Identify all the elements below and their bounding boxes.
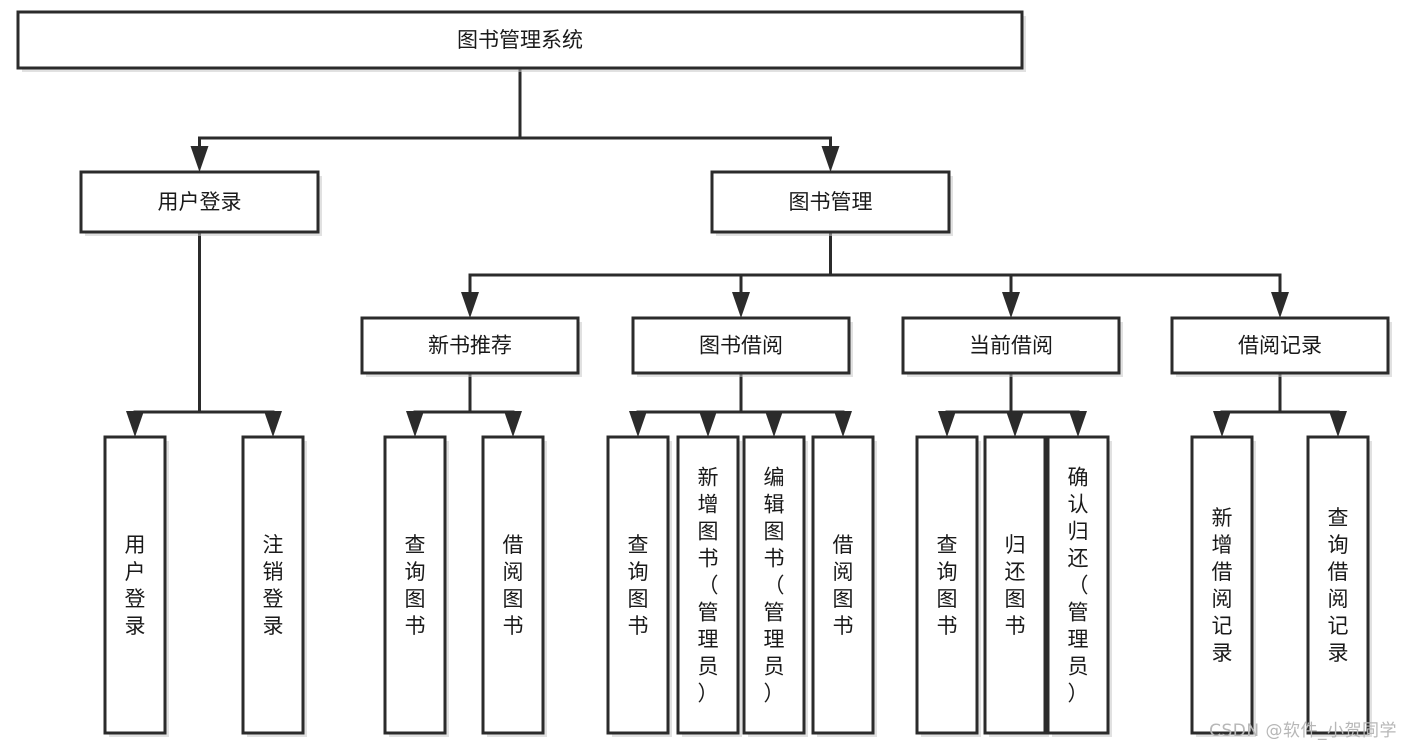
node-leaf-borrow-edit-book[interactable]: 编辑图书（管理员） — [742, 435, 808, 737]
watermark-text: CSDN @软件_小贺同学 — [1209, 721, 1397, 741]
node-label: 查询图书 — [628, 533, 649, 638]
node-label: 图书借阅 — [699, 334, 783, 358]
node-leaf-rec-borrow-book[interactable]: 借阅图书 — [481, 435, 547, 737]
node-label: 注销登录 — [263, 533, 284, 638]
node-label: 用户登录 — [158, 190, 242, 214]
arrow-head-icon — [190, 146, 209, 172]
node-label: 借阅记录 — [1238, 334, 1322, 358]
node-box[interactable] — [742, 435, 806, 735]
edges-layer — [126, 66, 1347, 437]
node-box[interactable] — [79, 170, 320, 234]
arrow-head-icon — [406, 411, 424, 437]
arrow-head-icon — [126, 411, 144, 437]
node-new-book-rec[interactable]: 新书推荐 — [360, 316, 582, 377]
node-label: 用户登录 — [125, 533, 146, 638]
node-box[interactable] — [676, 435, 740, 735]
arrow-head-icon — [264, 411, 282, 437]
node-label: 借阅图书 — [833, 533, 854, 638]
arrow-head-icon — [1006, 411, 1024, 437]
node-box[interactable] — [710, 170, 951, 234]
node-box[interactable] — [811, 435, 875, 735]
nodes-layer: 图书管理系统用户登录图书管理新书推荐图书借阅当前借阅借阅记录用户登录注销登录查询… — [16, 10, 1392, 737]
arrow-head-icon — [834, 411, 852, 437]
node-box[interactable] — [103, 435, 167, 735]
node-box[interactable] — [901, 316, 1121, 375]
arrow-head-icon — [821, 146, 840, 172]
arrow-head-icon — [765, 411, 783, 437]
arrow-head-icon — [732, 292, 750, 318]
node-user-login[interactable]: 用户登录 — [79, 170, 322, 236]
node-label: 查询图书 — [937, 533, 958, 638]
node-leaf-borrow-lend-book[interactable]: 借阅图书 — [811, 435, 877, 737]
node-box[interactable] — [983, 435, 1047, 735]
node-box[interactable] — [1170, 316, 1390, 375]
arrow-head-icon — [629, 411, 647, 437]
arrow-head-icon — [1329, 411, 1347, 437]
node-borrow-record[interactable]: 借阅记录 — [1170, 316, 1392, 377]
node-box[interactable] — [631, 316, 851, 375]
node-box[interactable] — [383, 435, 447, 735]
node-leaf-rec-query-book[interactable]: 查询图书 — [383, 435, 449, 737]
node-label: 新增借阅记录 — [1212, 506, 1233, 665]
node-root-system[interactable]: 图书管理系统 — [16, 10, 1026, 72]
arrow-head-icon — [1002, 292, 1020, 318]
node-leaf-user-logout[interactable]: 注销登录 — [241, 435, 307, 737]
node-box[interactable] — [241, 435, 305, 735]
node-label: 当前借阅 — [969, 334, 1053, 358]
node-label: 查询借阅记录 — [1328, 506, 1349, 665]
arrow-head-icon — [504, 411, 522, 437]
node-current-borrow[interactable]: 当前借阅 — [901, 316, 1123, 377]
node-leaf-record-add[interactable]: 新增借阅记录 — [1190, 435, 1256, 737]
arrow-head-icon — [938, 411, 956, 437]
node-book-borrow[interactable]: 图书借阅 — [631, 316, 853, 377]
node-box[interactable] — [360, 316, 580, 375]
node-leaf-current-query-book[interactable]: 查询图书 — [915, 435, 981, 737]
arrow-head-icon — [1069, 411, 1087, 437]
arrow-head-icon — [699, 411, 717, 437]
node-label: 图书管理系统 — [457, 28, 583, 52]
node-box[interactable] — [606, 435, 670, 735]
node-label: 编辑图书（管理员） — [764, 466, 785, 706]
node-leaf-user-login[interactable]: 用户登录 — [103, 435, 169, 737]
node-box[interactable] — [16, 10, 1024, 70]
node-book-manage[interactable]: 图书管理 — [710, 170, 953, 236]
node-box[interactable] — [1306, 435, 1370, 735]
node-label: 确认归还（管理员） — [1068, 466, 1089, 706]
arrow-head-icon — [461, 292, 479, 318]
node-leaf-borrow-query-book[interactable]: 查询图书 — [606, 435, 672, 737]
node-leaf-borrow-add-book[interactable]: 新增图书（管理员） — [676, 435, 742, 737]
node-box[interactable] — [915, 435, 979, 735]
node-box[interactable] — [1046, 435, 1110, 735]
node-label: 图书管理 — [789, 190, 873, 214]
arrow-head-icon — [1213, 411, 1231, 437]
node-leaf-current-return-book[interactable]: 归还图书 — [983, 435, 1049, 737]
node-label: 归还图书 — [1005, 533, 1026, 638]
node-label: 借阅图书 — [503, 533, 524, 638]
node-label: 新书推荐 — [428, 334, 512, 358]
node-box[interactable] — [1190, 435, 1254, 735]
node-leaf-current-confirm-return[interactable]: 确认归还（管理员） — [1046, 435, 1112, 737]
arrow-head-icon — [1271, 292, 1289, 318]
node-box[interactable] — [481, 435, 545, 735]
node-leaf-record-query[interactable]: 查询借阅记录 — [1306, 435, 1372, 737]
node-label: 查询图书 — [405, 533, 426, 638]
node-label: 新增图书（管理员） — [698, 466, 719, 706]
